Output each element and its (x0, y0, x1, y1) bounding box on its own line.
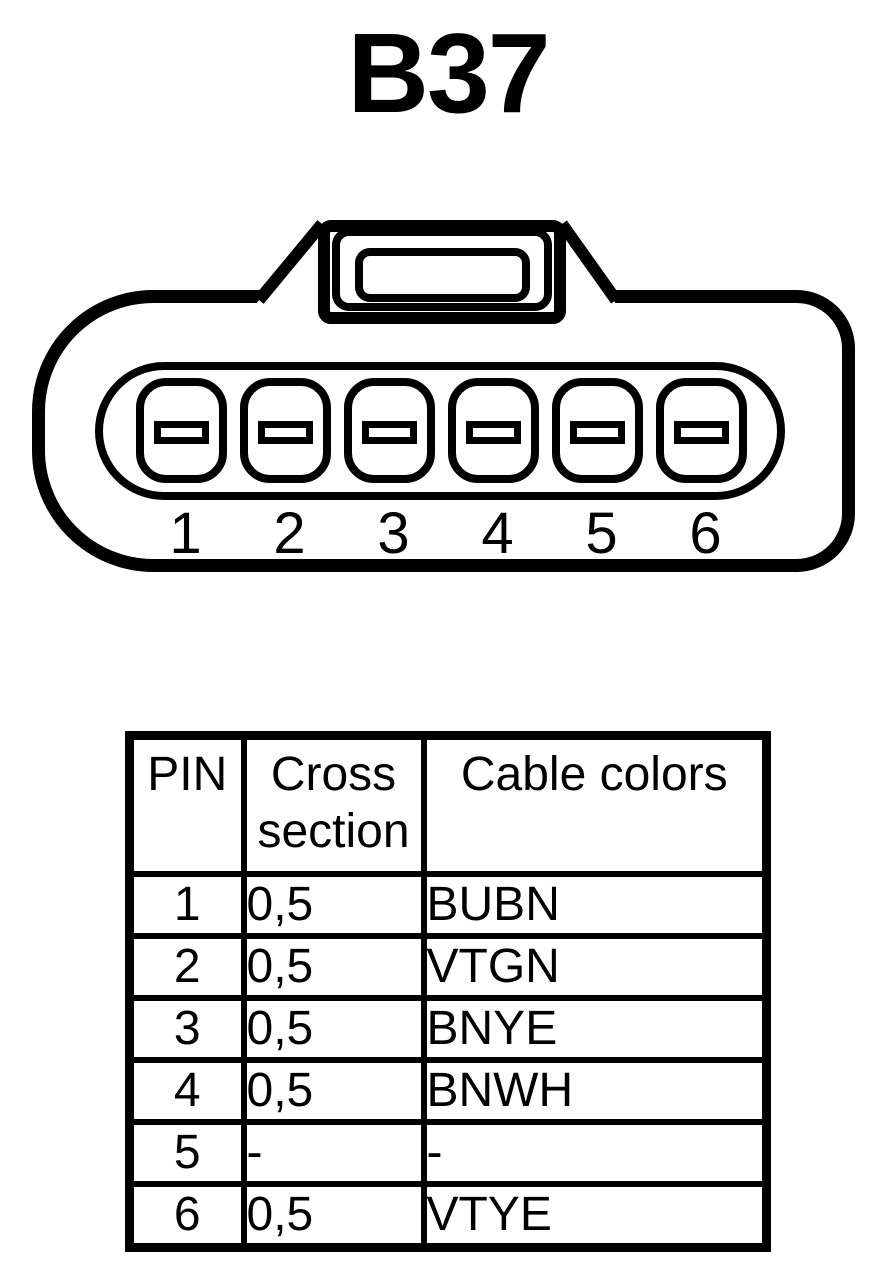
latch-left-slant-line (254, 220, 327, 304)
latch-right-slant-line (557, 220, 621, 304)
table-row: 5 - - (126, 1119, 770, 1187)
table-row: 2 0,5 VTGN (126, 933, 770, 1001)
cable-colors-cell: BNWH (420, 1057, 770, 1125)
pin-cavity (552, 378, 643, 483)
pin-cell: 2 (126, 933, 247, 1001)
pin-cell: 6 (126, 1181, 247, 1251)
connector-diagram: 1 2 3 4 5 6 (32, 220, 855, 572)
pin-cavity (240, 378, 331, 483)
pin-slot (570, 421, 625, 444)
cross-section-cell: 0,5 (240, 995, 427, 1063)
cable-colors-cell: BUBN (420, 871, 770, 939)
table-row: 3 0,5 BNYE (126, 995, 770, 1063)
cross-section-header-cell: Cross section (240, 732, 427, 877)
pin-number: 6 (689, 501, 721, 566)
table-row: 1 0,5 BUBN (126, 871, 770, 939)
pin-number: 5 (585, 501, 617, 566)
pin-header-cell: PIN (126, 732, 247, 877)
pin-slot (362, 421, 417, 444)
cable-colors-cell: VTYE (420, 1181, 770, 1251)
pinout-table: PIN Cross section Cable colors 1 0,5 BUB… (125, 731, 771, 1252)
pin-number: 1 (169, 501, 201, 566)
pin-cavity (656, 378, 747, 483)
pin-number: 3 (377, 501, 409, 566)
table-row: 4 0,5 BNWH (126, 1057, 770, 1125)
pinout-table-wrap: PIN Cross section Cable colors 1 0,5 BUB… (125, 731, 771, 1252)
table-row: 6 0,5 VTYE (126, 1181, 770, 1251)
latch-inner-wall (332, 228, 552, 311)
pin-slot (674, 421, 729, 444)
pin-number: 4 (481, 501, 513, 566)
pin-cell: 5 (126, 1119, 247, 1187)
pin-cavity (448, 378, 539, 483)
cross-section-cell: - (240, 1119, 427, 1187)
pin-number: 2 (273, 501, 305, 566)
cable-colors-cell: VTGN (420, 933, 770, 1001)
pin-slot (466, 421, 521, 444)
cable-colors-cell: - (420, 1119, 770, 1187)
pin-field (95, 362, 785, 500)
cross-section-cell: 0,5 (240, 1181, 427, 1251)
cross-section-cell: 0,5 (240, 871, 427, 939)
cable-colors-header-cell: Cable colors (420, 732, 770, 877)
cross-section-cell: 0,5 (240, 1057, 427, 1125)
cable-colors-cell: BNYE (420, 995, 770, 1063)
pin-cell: 3 (126, 995, 247, 1063)
cross-section-cell: 0,5 (240, 933, 427, 1001)
latch-window (355, 248, 530, 302)
header-row: PIN Cross section Cable colors (126, 732, 770, 877)
pin-cell: 1 (126, 871, 247, 939)
pin-slot (258, 421, 313, 444)
pin-cavity (136, 378, 227, 483)
connector-title: B37 (347, 10, 550, 136)
pin-cell: 4 (126, 1057, 247, 1125)
pin-slot (154, 421, 209, 444)
pin-cavity (344, 378, 435, 483)
